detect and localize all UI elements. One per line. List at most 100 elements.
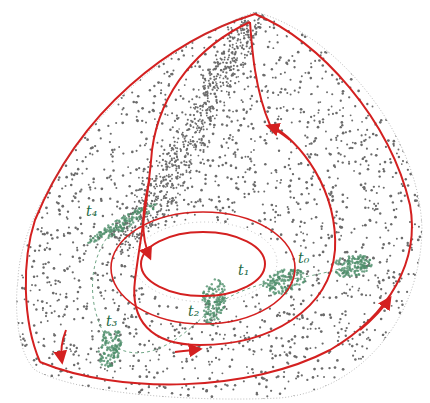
stipple-dot: [85, 25, 88, 28]
stipple-dot: [88, 197, 90, 199]
stipple-dot: [386, 369, 388, 371]
stipple-dot: [40, 230, 42, 232]
stipple-dot: [189, 171, 191, 173]
stipple-dot: [34, 56, 36, 58]
stipple-dot: [159, 30, 161, 32]
stipple-dot: [145, 138, 148, 141]
stipple-dot: [108, 90, 110, 92]
stipple-dot: [29, 53, 31, 55]
stipple-dot: [323, 389, 326, 392]
stipple-dot: [391, 305, 393, 307]
stipple-dot: [342, 107, 344, 109]
stipple-dot: [197, 200, 199, 202]
stipple-dot: [412, 95, 415, 98]
stipple-dot: [133, 32, 135, 34]
stipple-dot: [423, 90, 425, 92]
stipple-dot: [305, 247, 307, 249]
stipple-dot: [415, 356, 417, 358]
stipple-dot: [157, 81, 160, 84]
stipple-dot: [17, 345, 19, 347]
stipple-dot: [102, 274, 104, 276]
stipple-dot: [54, 111, 57, 114]
stipple-dot: [396, 354, 398, 356]
stipple-dot: [301, 75, 303, 77]
stipple-dot: [423, 122, 425, 124]
stipple-dot: [183, 181, 185, 183]
stipple-dot: [286, 35, 288, 37]
stipple-dot: [360, 164, 362, 166]
stipple-dot: [270, 327, 273, 330]
stipple-dot: [22, 333, 24, 335]
stipple-dot: [86, 77, 89, 80]
stipple-dot: [418, 283, 420, 285]
stipple-dot: [40, 17, 42, 19]
stipple-dot: [246, 77, 248, 79]
stipple-dot: [148, 385, 150, 387]
stipple-dot: [422, 165, 424, 167]
stipple-dot: [339, 393, 341, 395]
stipple-dot: [185, 358, 187, 360]
stipple-dot: [67, 218, 69, 220]
stipple-dot: [340, 121, 343, 124]
stipple-dot: [360, 141, 362, 143]
stipple-dot: [230, 27, 232, 29]
stipple-dot: [352, 142, 354, 144]
stipple-dot: [119, 359, 122, 362]
stipple-dot: [407, 330, 410, 333]
stipple-dot: [139, 343, 142, 346]
stipple-dot: [396, 98, 399, 101]
stipple-dot: [361, 345, 363, 347]
stipple-dot: [67, 135, 69, 137]
stipple-dot: [414, 223, 416, 225]
stipple-dot: [313, 368, 316, 371]
stipple-dot: [383, 86, 385, 88]
stipple-dot: [190, 201, 192, 203]
stipple-dot: [75, 396, 77, 398]
stipple-dot: [362, 356, 364, 358]
stipple-dot: [139, 375, 142, 378]
stipple-dot: [199, 161, 202, 164]
stipple-dot: [297, 375, 300, 378]
stipple-dot: [382, 168, 384, 170]
stipple-dot: [300, 220, 303, 223]
stipple-dot: [194, 367, 196, 369]
stipple-dot: [384, 91, 386, 93]
stipple-dot: [91, 335, 93, 337]
stipple-dot: [165, 163, 167, 165]
stipple-dot: [388, 52, 390, 54]
stipple-dot: [308, 20, 310, 22]
stipple-dot: [62, 25, 64, 27]
stipple-dot: [31, 30, 33, 32]
stipple-dot: [24, 114, 27, 117]
stipple-dot: [38, 74, 41, 77]
stipple-dot: [52, 351, 54, 353]
stipple-dot: [22, 338, 25, 341]
stipple-dot: [325, 148, 327, 150]
stipple-dot: [235, 316, 237, 318]
stipple-dot: [289, 190, 291, 192]
stipple-dot: [398, 396, 400, 398]
stipple-dot: [153, 85, 155, 87]
stipple-dot: [187, 394, 190, 397]
stipple-dot: [406, 357, 408, 359]
stipple-dot: [292, 108, 294, 110]
stipple-dot: [120, 273, 122, 275]
stipple-dot: [293, 342, 295, 344]
stipple-dot: [243, 118, 245, 120]
stipple-dot: [396, 14, 399, 17]
stipple-dot: [198, 65, 201, 68]
stipple-dot: [200, 189, 203, 192]
stipple-dot: [166, 367, 168, 369]
stipple-dot: [197, 106, 199, 108]
stipple-dot: [114, 182, 116, 184]
stipple-dot: [306, 335, 309, 338]
stipple-dot: [348, 343, 350, 345]
stipple-dot: [209, 346, 212, 349]
stipple-dot: [358, 36, 360, 38]
stipple-dot: [163, 185, 165, 187]
stipple-dot: [417, 17, 419, 19]
stipple-dot: [47, 114, 49, 116]
stipple-dot: [369, 339, 371, 341]
stipple-dot: [25, 214, 27, 216]
stipple-dot: [389, 55, 391, 57]
